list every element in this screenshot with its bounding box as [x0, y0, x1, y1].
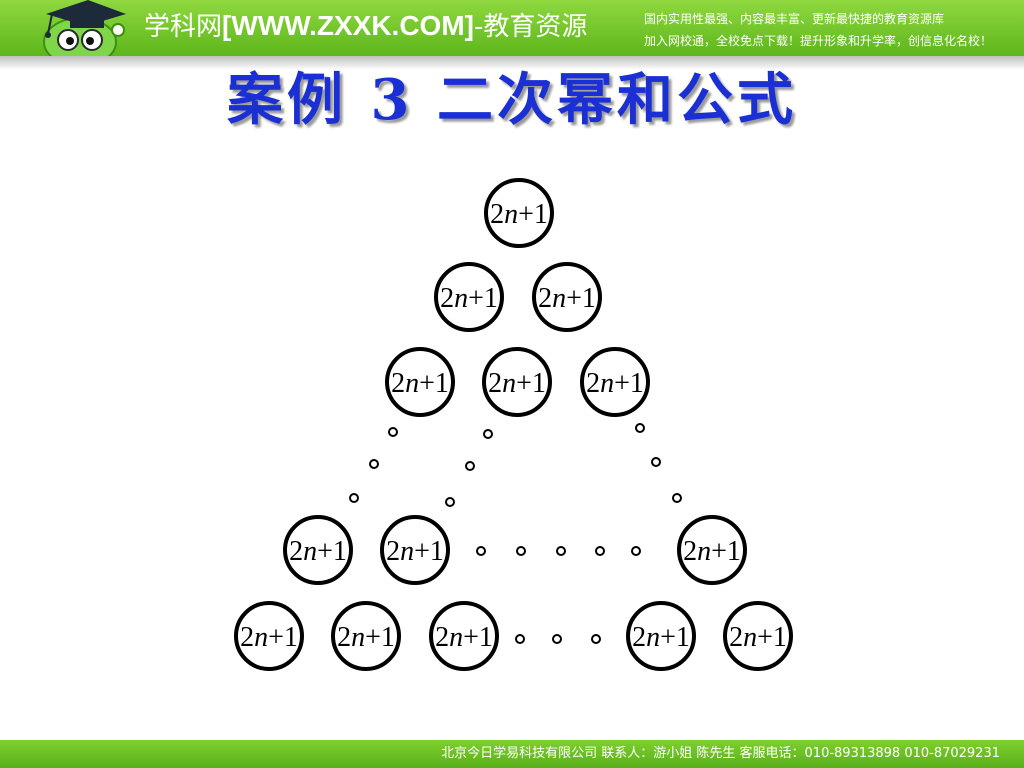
site-name[interactable]: 学科网[WWW.ZXXK.COM]-教育资源: [144, 8, 587, 44]
site-footer: 北京今日学易科技有限公司 联系人：游小姐 陈先生 客服电话：010-893138…: [0, 740, 1024, 768]
ellipsis-dot: [445, 497, 455, 507]
ellipsis-dot: [515, 634, 525, 644]
mascot-logo-icon: [43, 0, 126, 56]
term-node: 2n+1: [380, 515, 450, 585]
ellipsis-dot: [591, 634, 601, 644]
term-label: 2n+1: [435, 622, 493, 653]
term-label: 2n+1: [586, 368, 644, 399]
ellipsis-dot: [476, 546, 486, 556]
term-circle: [723, 601, 793, 671]
term-node: 2n+1: [626, 601, 696, 671]
term-label: 2n+1: [391, 368, 449, 399]
term-node: 2n+1: [723, 601, 793, 671]
slogan-line-2: 加入网校通，全校免点下载！提升形象和升学率，创信息化名校！: [644, 34, 993, 48]
site-name-cn: 学科网: [144, 12, 223, 42]
term-circle: [429, 601, 499, 671]
site-header: 学科网[WWW.ZXXK.COM]-教育资源 国内实用性最强、内容最丰富、更新最…: [0, 0, 1024, 56]
ellipsis-dot: [483, 429, 493, 439]
site-slogan: 国内实用性最强、内容最丰富、更新最快捷的教育资源库 加入网校通，全校免点下载！提…: [644, 8, 1016, 52]
term-node: 2n+1: [385, 347, 455, 417]
slogan-line-1: 国内实用性最强、内容最丰富、更新最快捷的教育资源库: [644, 12, 945, 26]
ellipsis-dot: [635, 423, 645, 433]
term-node: 2n+1: [677, 515, 747, 585]
term-circle: [580, 347, 650, 417]
term-circle: [532, 262, 602, 332]
term-node: 2n+1: [484, 178, 554, 248]
ellipsis-dot: [388, 427, 398, 437]
term-label: 2n+1: [488, 368, 546, 399]
ellipsis-dot: [672, 493, 682, 503]
ellipsis-dot: [369, 459, 379, 469]
term-node: 2n+1: [429, 601, 499, 671]
term-label: 2n+1: [729, 622, 787, 653]
term-node: 2n+1: [580, 347, 650, 417]
site-url: [WWW.ZXXK.COM]: [222, 10, 474, 41]
term-label: 2n+1: [386, 536, 444, 567]
ellipsis-dot: [349, 493, 359, 503]
ellipsis-dot: [595, 546, 605, 556]
ellipsis-dot: [631, 546, 641, 556]
term-circle: [385, 347, 455, 417]
term-node: 2n+1: [434, 262, 504, 332]
term-label: 2n+1: [683, 536, 741, 567]
term-circle: [626, 601, 696, 671]
term-circle: [331, 601, 401, 671]
term-circle: [677, 515, 747, 585]
ellipsis-dot: [516, 546, 526, 556]
term-label: 2n+1: [490, 199, 548, 230]
term-circle: [283, 515, 353, 585]
term-circle: [234, 601, 304, 671]
term-node: 2n+1: [234, 601, 304, 671]
slide-title: 案例 3 二次幂和公式: [227, 67, 797, 133]
term-circle: [484, 178, 554, 248]
term-circle: [434, 262, 504, 332]
term-node: 2n+1: [482, 347, 552, 417]
term-circle: [380, 515, 450, 585]
header-shadow: [0, 56, 1024, 70]
term-node: 2n+1: [283, 515, 353, 585]
term-node: 2n+1: [331, 601, 401, 671]
term-label: 2n+1: [240, 622, 298, 653]
ellipsis-dot: [651, 457, 661, 467]
term-label: 2n+1: [538, 283, 596, 314]
site-suffix: -教育资源: [473, 12, 588, 42]
term-label: 2n+1: [289, 536, 347, 567]
term-node: 2n+1: [532, 262, 602, 332]
term-label: 2n+1: [440, 283, 498, 314]
ellipsis-dot: [556, 546, 566, 556]
term-label: 2n+1: [337, 622, 395, 653]
footer-contact: 北京今日学易科技有限公司 联系人：游小姐 陈先生 客服电话：010-893138…: [441, 746, 1000, 761]
term-label: 2n+1: [632, 622, 690, 653]
ellipsis-dot: [465, 461, 475, 471]
ellipsis-dot: [552, 634, 562, 644]
term-circle: [482, 347, 552, 417]
